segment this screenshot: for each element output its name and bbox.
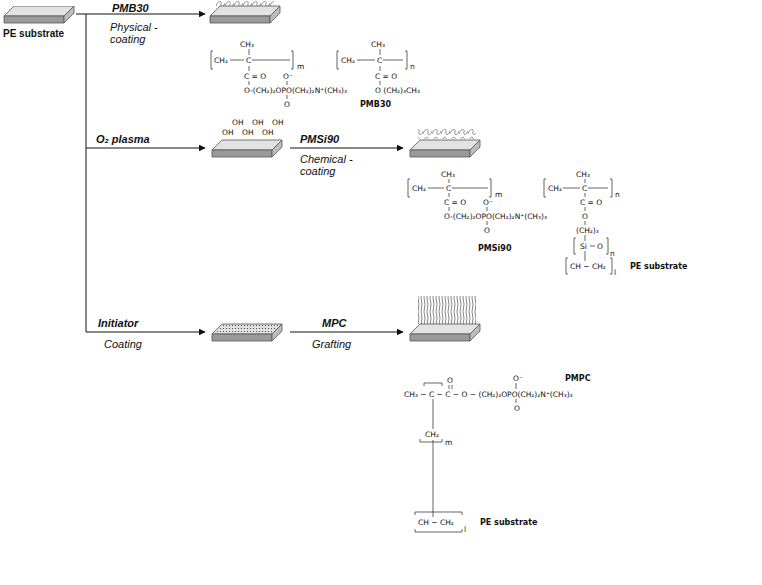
formula-text: m [445,438,452,447]
formula-text: OH [272,118,284,127]
formula-text: OH [252,118,264,127]
formula-text: m [297,62,304,71]
formula-text: O (CH₂)₃CH₃ [375,86,420,95]
formula-text: O [284,100,290,109]
reagent-label: PMB30 [112,2,149,14]
formula-text: CH₃ [441,170,455,179]
formula-text: O [597,242,603,251]
formula-text: CH₂ [412,184,426,193]
formula-text: CH₂ [341,56,355,65]
formula-text: O-(CH₂)₂OPO(CH₂)₂N⁺(CH₃)₃ [244,86,347,95]
reagent-label: MPC [322,317,346,329]
chemical-bonds [211,49,612,532]
formula-text: O [447,376,453,385]
process-label: Physical -coating [110,21,166,45]
substrate-node: PE substrate [3,6,77,39]
process-label: Coating [104,338,142,350]
formula-text: C = O [244,72,266,81]
formula-text: CH₂ [425,430,439,439]
polymer-name: PE substrate [630,262,687,271]
formula-text: n [615,190,620,199]
formula-text: n [410,62,415,71]
formula-text: C = O [580,198,602,207]
formula-text: CH − CH₂ [570,262,606,271]
formula-text: OH [242,128,254,137]
formula-text: CH₃ [371,40,385,49]
formula-text: O⁻ [483,198,493,207]
formula-text: (CH₂)₃ [576,226,599,235]
substrate-label: PE substrate [3,28,77,39]
formula-text: OH [232,118,244,127]
formula-text: O [514,404,520,413]
formula-text: n [610,249,615,258]
polymer-name: PE substrate [480,518,537,527]
formula-text: CH − CH₂ [418,518,454,527]
reagent-label: PMSi90 [300,133,339,145]
formula-text: C [582,184,587,193]
formula-text: OH [262,128,274,137]
formula-text: CH₃ [576,170,590,179]
formula-text: C [246,56,251,65]
formula-text: O [484,226,490,235]
formula-text: O⁻ [513,374,523,383]
formula-text: Si [580,242,587,251]
reagent-label: Initiator [98,317,138,329]
formula-text: l [614,268,616,277]
formula-text: CH₃ [240,40,254,49]
formula-text: OH [222,128,234,137]
formula-text: C = O [375,72,397,81]
formula-text: C [446,184,451,193]
formula-text: CH₃ − C − C − O − (CH₂)₂OPO(CH₂)₂N⁺(CH₃)… [404,390,573,399]
formula-text: C = O [444,198,466,207]
substrate-slab [3,6,77,25]
formula-text: C [377,56,382,65]
formula-text: m [495,190,502,199]
reagent-label: O₂ plasma [96,133,150,145]
formula-text: O⁻ [283,72,293,81]
pe-substrates [210,1,480,341]
formula-text: CH₂ [548,184,562,193]
formula-text: CH₂ [214,56,228,65]
formula-text: l [464,525,466,534]
process-label: Grafting [312,338,351,350]
polymer-name: PMSi90 [478,244,511,253]
branch-arrows [76,14,403,332]
formula-text: O-(CH₂)₂OPO(CH₂)₂N⁺(CH₃)₃ [444,212,547,221]
polymer-name: PMPC [565,374,591,383]
formula-text: O [582,212,588,221]
polymer-name: PMB30 [360,100,391,109]
process-label: Chemical -coating [300,153,360,177]
